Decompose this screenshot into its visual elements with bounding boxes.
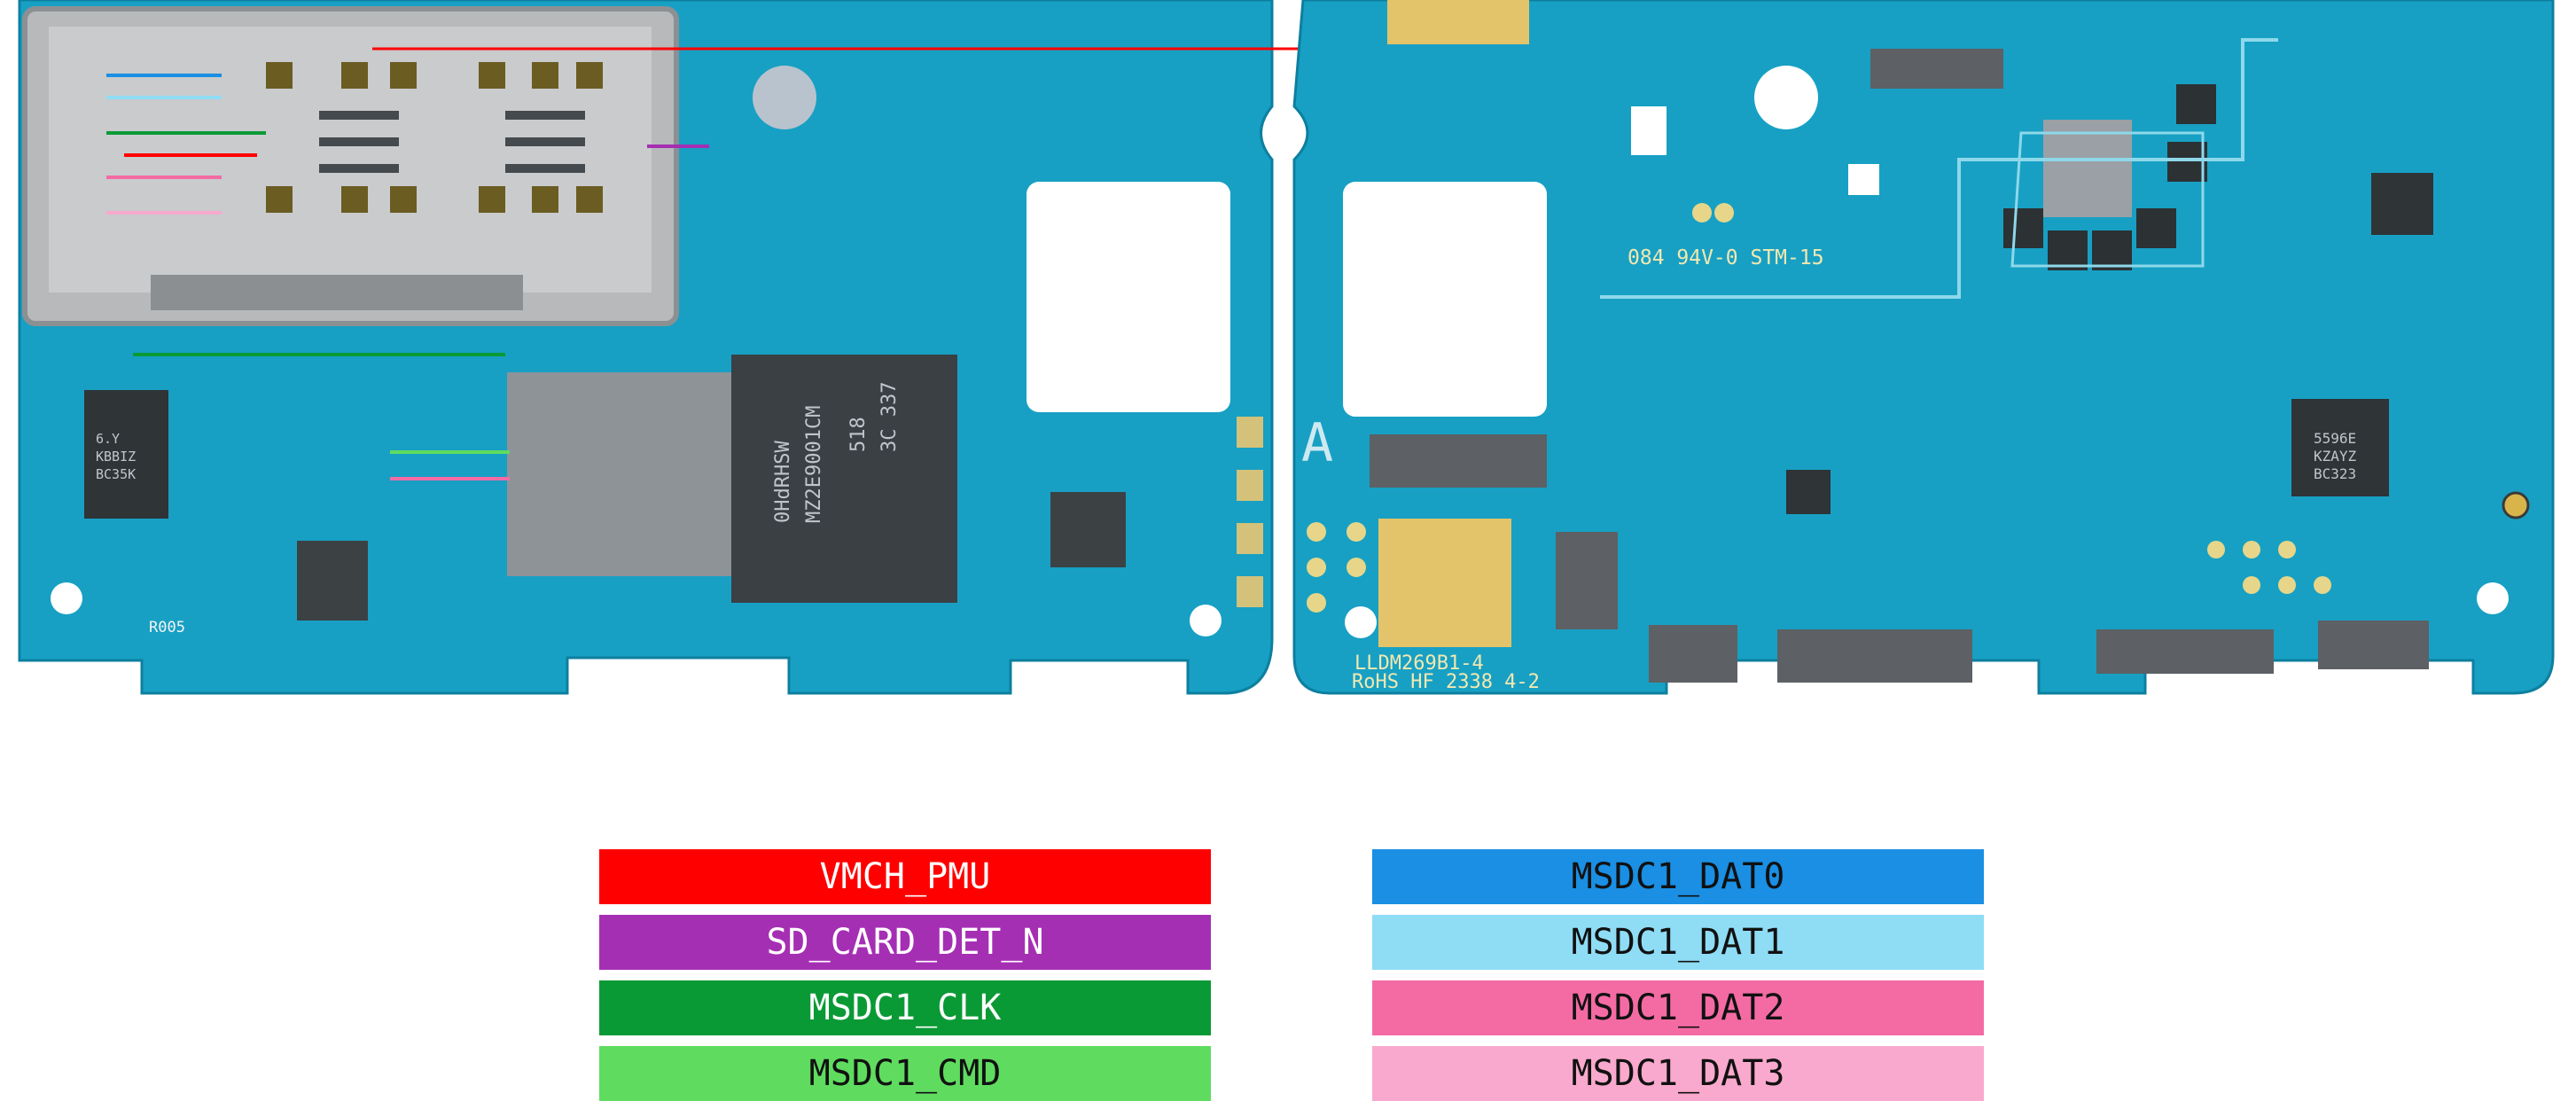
legend-msdc1-cmd: MSDC1_CMD bbox=[599, 1046, 1211, 1101]
board-window-left bbox=[1026, 182, 1230, 412]
cpu-line1: 3C 337 bbox=[878, 382, 901, 452]
legend-label: MSDC1_DAT1 bbox=[1571, 922, 1785, 963]
right-board bbox=[1292, 0, 2555, 695]
legend-msdc1-dat2: MSDC1_DAT2 bbox=[1372, 980, 1984, 1035]
chip-right-line1: 5596E bbox=[2314, 430, 2356, 447]
cpu-line3: MZ2E9001CM bbox=[803, 406, 825, 523]
legend-label: MSDC1_DAT3 bbox=[1571, 1053, 1785, 1094]
antenna-contact bbox=[2502, 491, 2530, 519]
chip-left-line1: 6.Y bbox=[96, 431, 120, 447]
chip-right-line2: KZAYZ bbox=[2314, 448, 2357, 465]
silk-rohs: RoHS HF 2338 4-2 bbox=[1352, 671, 1540, 693]
legend-label: VMCH_PMU bbox=[819, 856, 991, 897]
connector-bottom-2 bbox=[1777, 629, 1972, 683]
legend-sd-card-det-n: SD_CARD_DET_N bbox=[599, 915, 1211, 970]
connector-mid bbox=[1370, 434, 1547, 488]
legend-vmch-pmu: VMCH_PMU bbox=[599, 849, 1211, 904]
legend-label: MSDC1_CLK bbox=[808, 988, 1002, 1028]
cpu-bga bbox=[507, 372, 733, 576]
pcb-diagram: 084 94V-0 STM-15 LLDM269B1-4 RoHS HF 233… bbox=[18, 0, 2555, 695]
legend-msdc1-dat1: MSDC1_DAT1 bbox=[1372, 915, 1984, 970]
silk-part-number: LLDM269B1-4 bbox=[1354, 652, 1484, 675]
legend-label: MSDC1_DAT2 bbox=[1571, 988, 1785, 1028]
connector-bottom-4 bbox=[2318, 621, 2429, 669]
board-window-right bbox=[1343, 182, 1547, 417]
connector-bottom-1 bbox=[1649, 625, 1737, 683]
legend-msdc1-clk: MSDC1_CLK bbox=[599, 980, 1211, 1035]
legend-label: MSDC1_CMD bbox=[808, 1053, 1002, 1094]
gold-pad-top bbox=[1387, 0, 1529, 44]
silk-r005: R005 bbox=[149, 619, 185, 636]
chip-right-small bbox=[2291, 399, 2389, 496]
chip-right-line3: BC323 bbox=[2314, 465, 2356, 482]
cpu-line4: 0HdRHSW bbox=[772, 441, 794, 523]
legend-label: MSDC1_DAT0 bbox=[1571, 856, 1785, 897]
chip-left-line2: KBBIZ bbox=[96, 449, 136, 465]
legend-label: SD_CARD_DET_N bbox=[766, 922, 1044, 963]
connector-top bbox=[1870, 49, 2003, 89]
cpu-line2: 518 bbox=[847, 417, 870, 452]
chip-left-small bbox=[84, 390, 168, 519]
chip-left-line3: BC35K bbox=[96, 466, 136, 482]
connector-bottom-3 bbox=[2096, 629, 2274, 674]
cpu-chip bbox=[731, 355, 957, 603]
silk-rating: 084 94V-0 STM-15 bbox=[1628, 246, 1824, 269]
legend-msdc1-dat0: MSDC1_DAT0 bbox=[1372, 849, 1984, 904]
gold-pad-large bbox=[1378, 519, 1511, 647]
chip-bga-right bbox=[2043, 120, 2132, 217]
left-board bbox=[18, 0, 2227, 695]
silk-marker-a: A bbox=[1301, 412, 1333, 474]
legend-msdc1-dat3: MSDC1_DAT3 bbox=[1372, 1046, 1984, 1101]
